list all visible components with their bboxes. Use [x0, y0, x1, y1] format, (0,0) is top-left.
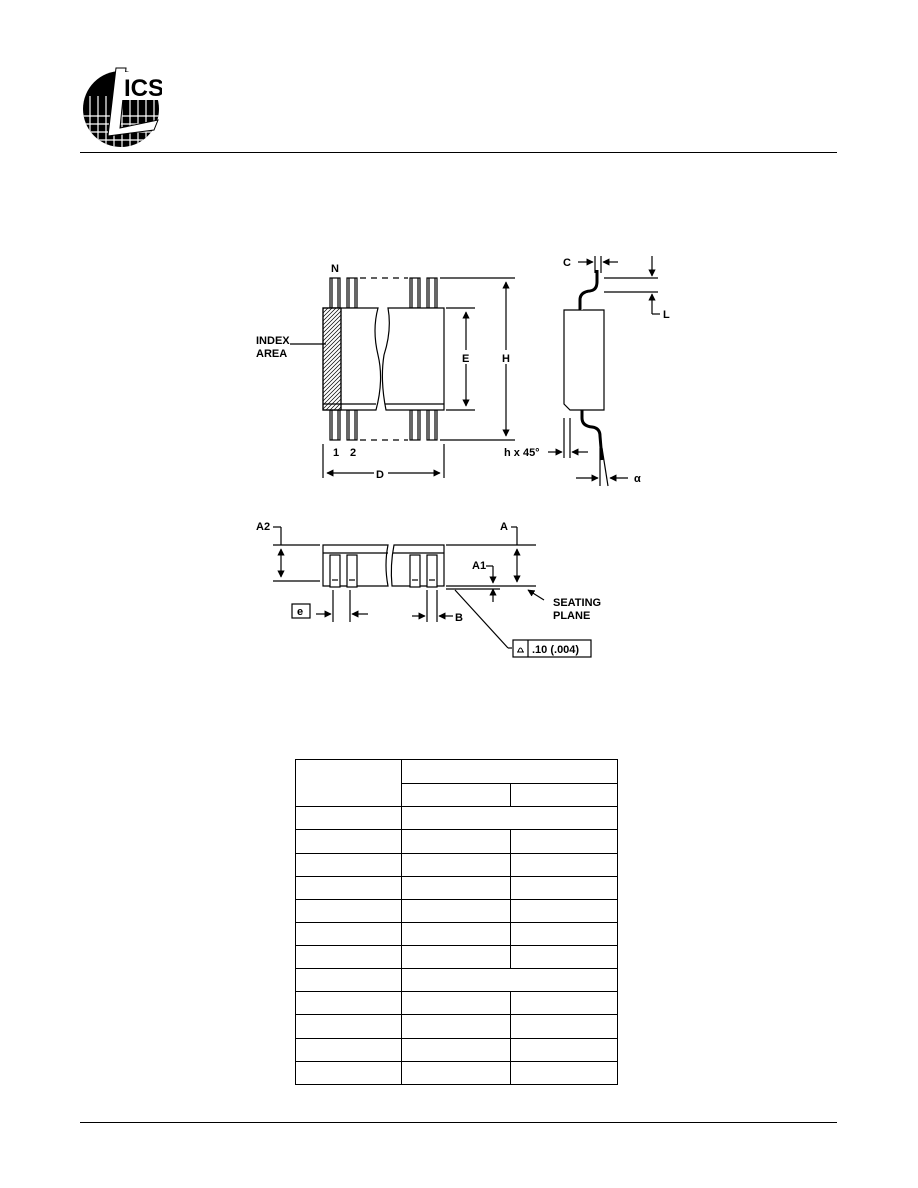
table-row [294, 829, 619, 854]
pin-1-label: 1 [333, 447, 339, 459]
table-cell [401, 945, 511, 970]
table-row [294, 806, 618, 831]
package-outline-drawing: N 1 2 INDEX AREA E H D [256, 256, 670, 658]
seating-plane-label: SEATING [553, 597, 601, 609]
index-area-label: INDEX [256, 335, 290, 347]
table-cell [509, 875, 619, 900]
flatness-tolerance-label: .10 (.004) [532, 644, 579, 656]
table-row [294, 875, 619, 900]
ics-logo-icon: ICS [83, 67, 162, 147]
table-cell [509, 898, 619, 923]
table-cell [401, 759, 618, 784]
dim-h-label: H [502, 353, 510, 365]
table-cell [509, 1037, 619, 1062]
table-cell [401, 806, 618, 831]
table-row [294, 1037, 619, 1062]
table-row [294, 1014, 619, 1039]
table-cell [294, 1014, 403, 1039]
table-cell [401, 991, 511, 1016]
dim-l-label: L [663, 309, 670, 321]
table-row [294, 968, 618, 993]
table-cell [294, 875, 403, 900]
dim-a2-label: A2 [256, 521, 270, 533]
side-view-labels: C L h x 45° α [504, 257, 670, 485]
header-rule [80, 152, 837, 153]
front-view [273, 526, 592, 658]
table-row [294, 945, 619, 970]
table-cell [401, 1037, 511, 1062]
table-cell [401, 875, 511, 900]
table-cell [294, 921, 403, 947]
table-cell [401, 921, 511, 947]
table-cell [294, 945, 403, 970]
top-view-labels: N 1 2 INDEX AREA E H D [256, 263, 512, 481]
dim-alpha-label: α [634, 473, 641, 485]
table-cell [401, 898, 511, 923]
table-cell [401, 852, 511, 877]
table-cell [509, 991, 619, 1016]
table-cell [294, 968, 403, 993]
index-area-label-line2: AREA [256, 348, 287, 360]
table-cell [294, 898, 403, 923]
dim-c-label: C [563, 257, 571, 269]
table-cell [401, 968, 618, 993]
dimension-table [294, 758, 619, 1086]
footer-rule [80, 1122, 837, 1123]
dim-a1-label: A1 [472, 560, 486, 572]
front-view-labels: A2 A A1 e B SEATING PLANE .10 (.004) [256, 521, 601, 656]
dim-h45-label: h x 45° [504, 447, 540, 459]
table-cell [509, 829, 619, 854]
table-cell [401, 1014, 511, 1039]
table-cell [294, 1037, 403, 1062]
dim-e-boxed-label: e [297, 606, 303, 618]
table-cell [401, 782, 511, 808]
table-cell [509, 1014, 619, 1039]
table-cell [294, 1060, 403, 1086]
table-cell [509, 782, 619, 808]
table-row [294, 991, 619, 1016]
dim-a-label: A [500, 521, 508, 533]
table-cell [509, 852, 619, 877]
table-row [294, 852, 619, 877]
dim-e-label: E [462, 353, 469, 365]
pin-n-label: N [331, 263, 339, 275]
side-view [548, 256, 660, 487]
table-row [294, 1060, 619, 1086]
seating-plane-label-line2: PLANE [553, 610, 590, 622]
logo-text: ICS [124, 75, 162, 102]
table-cell [294, 758, 403, 808]
top-view [290, 277, 515, 478]
table-cell [401, 1060, 511, 1086]
dim-b-label: B [455, 612, 463, 624]
table-cell [294, 806, 403, 831]
table-row [294, 758, 618, 808]
dim-d-label: D [376, 469, 384, 481]
table-cell [294, 829, 403, 854]
table-cell [294, 991, 403, 1016]
table-cell [294, 852, 403, 877]
table-cell [509, 921, 619, 947]
table-cell [401, 829, 511, 854]
table-row [294, 898, 619, 923]
table-cell [509, 945, 619, 970]
table-row [294, 921, 619, 947]
table-cell [509, 1060, 619, 1086]
pin-2-label: 2 [350, 447, 356, 459]
